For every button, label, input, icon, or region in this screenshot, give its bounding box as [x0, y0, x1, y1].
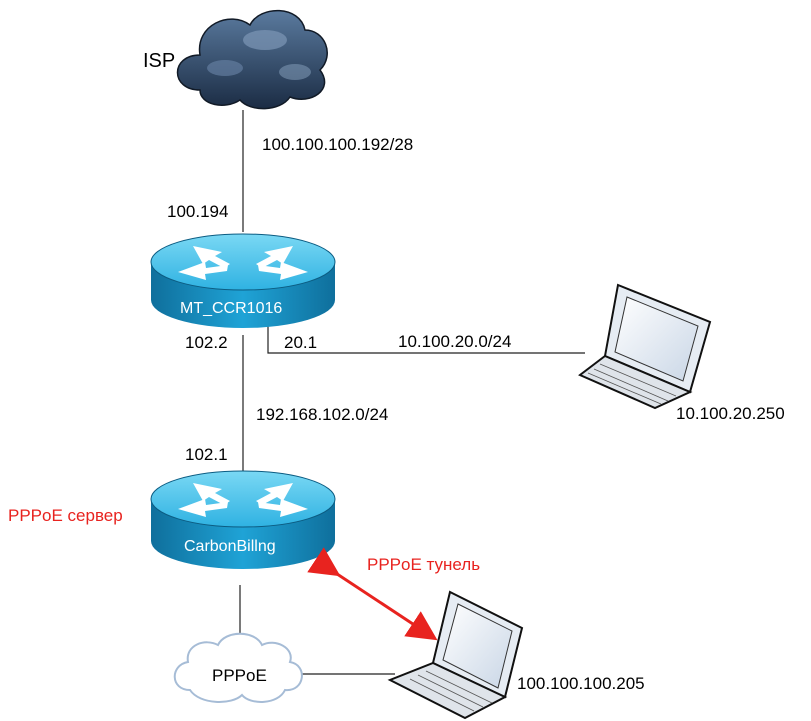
wan-subnet-label: 100.100.100.192/28	[262, 135, 413, 154]
main-router-down-ip: 102.2	[185, 333, 228, 352]
transit-subnet-label: 192.168.102.0/24	[256, 405, 388, 424]
billing-router-ip: 102.1	[185, 445, 228, 464]
lan-link	[267, 325, 585, 354]
storm-cloud-icon	[176, 9, 328, 110]
lan-laptop-ip: 10.100.20.250	[676, 404, 785, 423]
billing-router-name: CarbonBillng	[184, 538, 276, 555]
laptop-icon	[578, 283, 712, 410]
main-router-name: MT_CCR1016	[180, 300, 282, 317]
router-icon	[150, 470, 336, 569]
wan-router-ip-label: 100.194	[167, 202, 228, 221]
pppoe-cloud-label: PPPoE	[212, 666, 267, 685]
isp-label: ISP	[143, 50, 175, 72]
router-icon	[150, 233, 336, 328]
main-router-lan-ip: 20.1	[284, 333, 317, 352]
laptop-icon	[387, 590, 524, 720]
pppoe-server-label: PPPoE сервер	[8, 506, 123, 525]
lan-subnet-label: 10.100.20.0/24	[398, 332, 511, 351]
pppoe-client-ip: 100.100.100.205	[517, 674, 645, 693]
pppoe-tunnel-arrow	[307, 547, 438, 641]
pppoe-tunnel-label: PPPoE тунель	[367, 555, 480, 574]
cloud-icon	[173, 632, 303, 703]
